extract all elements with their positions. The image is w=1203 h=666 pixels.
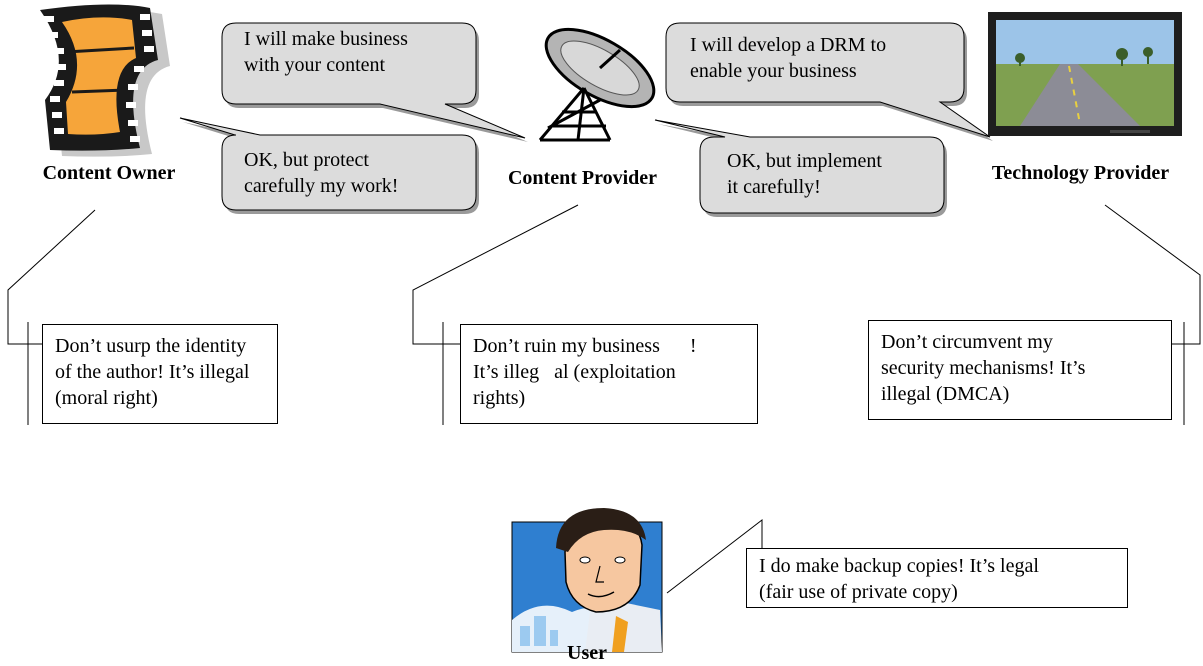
note-owner-moral-right: Don’t usurp the identity of the author! … xyxy=(42,324,278,424)
label-content-provider: Content Provider xyxy=(507,167,658,189)
note-provider-exploitation-rights: Don’t ruin my business ! It’s illeg al (… xyxy=(460,324,758,424)
bubble-technology-to-provider-text: I will develop a DRM to enable your busi… xyxy=(690,34,887,82)
bubble-owner-reply xyxy=(179,117,479,214)
film-reel-icon xyxy=(40,4,170,157)
bubble-owner-reply-text: OK, but protect carefully my work! xyxy=(244,149,399,197)
note-technology-dmca: Don’t circumvent my security mechanisms!… xyxy=(868,320,1172,420)
monitor-road-icon xyxy=(988,12,1182,136)
technology-connector xyxy=(1104,204,1201,345)
label-user: User xyxy=(567,642,607,664)
bubble-technology-to-provider xyxy=(665,22,993,141)
bubble-provider-to-owner xyxy=(221,22,528,142)
label-content-owner: Content Owner xyxy=(42,162,176,184)
owner-connector xyxy=(7,209,96,345)
provider-connector xyxy=(412,204,579,345)
bubble-provider-reply-text: OK, but implement it carefully! xyxy=(727,150,882,198)
note-user-fair-use: I do make backup copies! It’s legal (fai… xyxy=(746,548,1128,608)
label-technology-provider: Technology Provider xyxy=(991,162,1170,184)
connector-lines xyxy=(7,204,1201,608)
satellite-dish-icon xyxy=(538,27,656,142)
bubble-provider-reply xyxy=(654,119,947,217)
user-portrait-icon xyxy=(511,508,663,653)
bubble-provider-to-owner-text: I will make business with your content xyxy=(244,28,408,76)
